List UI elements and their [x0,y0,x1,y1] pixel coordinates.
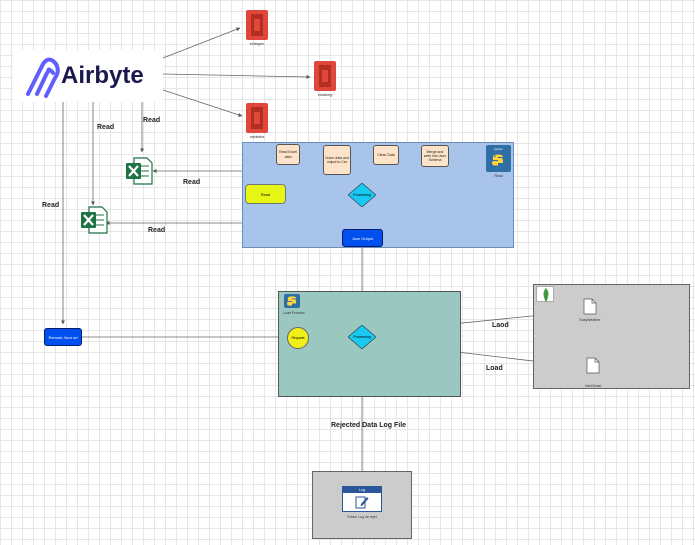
step-merge-json[interactable]: Merge and write into Json Schema [421,145,449,167]
step-union-data[interactable]: Union data and output to Csv [323,145,351,175]
mongo-stage[interactable] [533,284,690,389]
log-folder-icon[interactable]: Log [342,486,382,512]
edge-label-laod: Laod [492,322,509,329]
step-read-start-label: Read [260,191,271,197]
request-node[interactable]: Request [287,327,309,349]
edge-label-read-2: Read [97,124,115,131]
airbyte-logo: Airbyte [13,50,163,102]
json-output-node[interactable]: Json Output [342,229,383,247]
edge-airbyte-to-inhtegem [162,27,241,59]
s3-bucket-label-marketba: marketba [249,135,265,139]
file-icon [583,298,597,315]
python-logo-icon [492,154,503,166]
s3-bucket-icon [246,103,268,133]
python-logo-icon [287,296,297,306]
processing-diamond [348,183,376,207]
step-read-excel[interactable]: Read Excel data [276,144,300,165]
step-clean-data[interactable]: Clean Data [373,145,399,165]
file-infoclimat[interactable] [586,357,600,374]
s3-bucket-infcaberg[interactable] [312,61,338,91]
s3-bucket-icon [314,61,336,91]
json-output-label: Json Output [351,235,374,241]
load-processing-node[interactable]: Processing [348,325,376,349]
remote-json-label: Remote Json url [48,334,78,340]
python-icon-load [284,294,300,308]
python-icon-transform: python [486,145,511,172]
mongodb-logo [536,286,554,302]
python-caption-transform: Read [494,174,503,178]
edge-label-read-3: Read [183,179,201,186]
python-icon-text: python [493,147,503,151]
log-header-bar: Log [343,487,381,493]
airbyte-icon [26,57,60,98]
edge-label-read-4: Read [42,202,60,209]
transform-processing-node[interactable]: Processing [348,183,376,207]
load-stage-caption: Load Process [283,311,305,315]
processing-diamond [348,325,376,349]
excel-icon [126,157,153,185]
remote-json-node[interactable]: Remote Json url [44,328,82,346]
step-read-start[interactable]: Read [245,184,286,204]
edge-label-rejected: Rejected Data Log File [331,422,407,429]
load-stage[interactable] [278,291,461,397]
s3-bucket-label-infcaberg: Infcaberg [317,93,333,97]
log-stage[interactable] [312,471,412,539]
file-easyweather[interactable] [583,298,597,315]
edge-airbyte-to-infcaberg [162,73,311,79]
edge-label-read-1: Read [143,117,161,124]
file-icon [586,357,600,374]
load-processing-label: Processing [353,335,371,339]
transform-processing-label: Processing [353,193,371,197]
log-header-label: Log [359,488,365,492]
s3-bucket-icon [246,10,268,40]
s3-bucket-label-inhtegem: Inhtegem [249,42,265,46]
s3-bucket-inhtegem[interactable] [244,10,270,40]
excel-file-2[interactable] [80,206,108,234]
file-label-easyweather: EasyWeather [579,318,601,322]
edit-log-icon [355,496,369,509]
s3-bucket-marketba[interactable] [244,103,270,133]
request-label: Request [291,336,305,340]
file-label-infoclimat: infoClimat [585,384,601,388]
excel-file-1[interactable] [125,157,153,185]
log-caption: Folder Log de rejet [347,515,377,519]
mongodb-leaf-icon [543,288,549,302]
edge-airbyte-to-marketba [162,89,243,117]
excel-icon [81,206,108,234]
edge-label-load: Load [486,365,503,372]
edge-label-read-5: Read [148,227,166,234]
airbyte-brand-text: Airbyte [61,62,144,89]
